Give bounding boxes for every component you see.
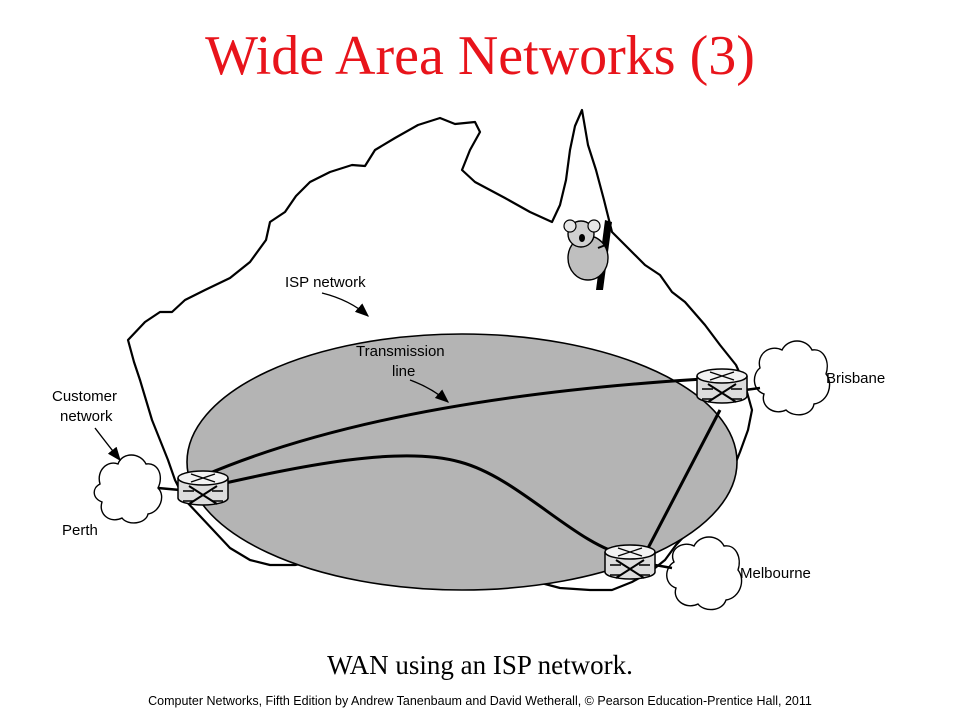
- brisbane-cloud: [753, 340, 831, 416]
- transmission-line-arrow: [409, 379, 450, 403]
- brisbane-label: Brisbane: [826, 370, 885, 387]
- slide-title: Wide Area Networks (3): [205, 25, 755, 87]
- isp-network-arrow: [321, 292, 370, 317]
- australia-outline: [126, 108, 754, 592]
- transmission-line-brisbane-melbourne: [644, 409, 722, 553]
- customer-network-label-1: Customer: [52, 388, 117, 405]
- router-perth: [177, 470, 229, 506]
- customer-network-label-2: network: [60, 408, 113, 425]
- transmission-line-perth-brisbane: [202, 376, 721, 478]
- slide-footer: Computer Networks, Fifth Edition by Andr…: [148, 694, 812, 708]
- perth-link: [157, 486, 181, 492]
- melbourne-label: Melbourne: [740, 565, 811, 582]
- isp-network-label: ISP network: [285, 274, 366, 291]
- transmission-line-label-1: Transmission: [356, 343, 445, 360]
- customer-network-arrow: [94, 427, 121, 462]
- melbourne-cloud: [666, 536, 743, 611]
- perth-cloud: [93, 454, 163, 524]
- router-melbourne: [604, 544, 656, 580]
- router-brisbane: [696, 368, 748, 404]
- transmission-line-perth-melbourne: [202, 454, 629, 558]
- koala-icon: [563, 219, 612, 290]
- slide-caption: WAN using an ISP network.: [327, 650, 633, 680]
- melbourne-link: [654, 563, 673, 570]
- perth-label: Perth: [62, 522, 98, 539]
- transmission-line-label-2: line: [392, 363, 415, 380]
